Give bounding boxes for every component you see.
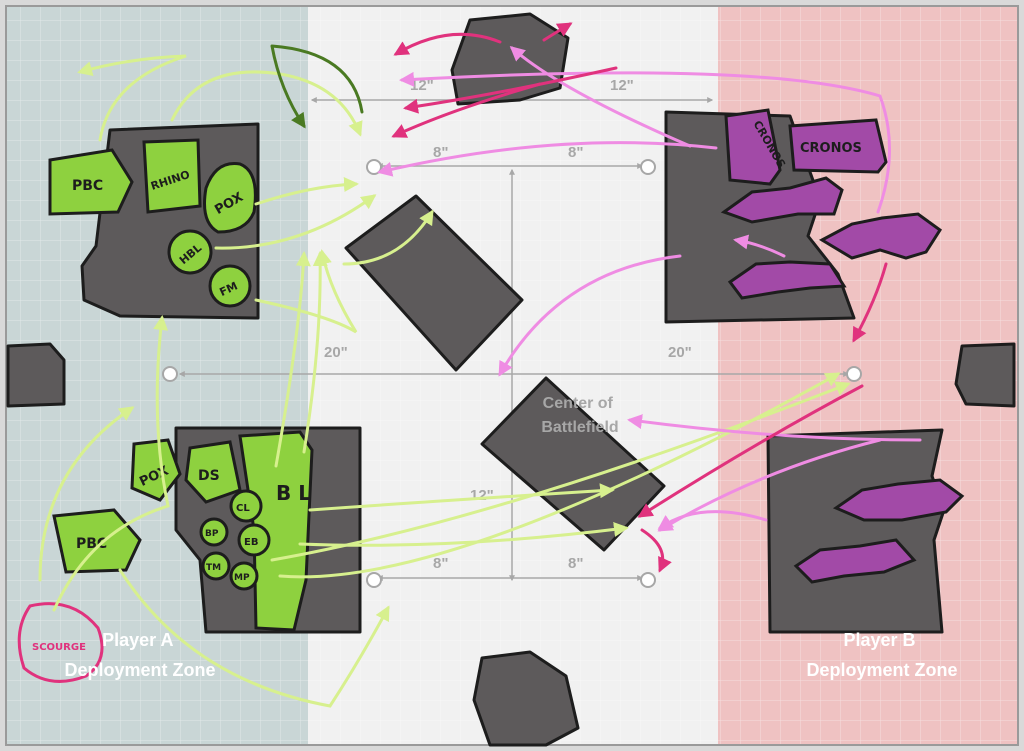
unit-eb-label: EB — [244, 537, 258, 548]
scourge-reserve — [17, 602, 104, 683]
measure-bottom-left-8: 8" — [433, 555, 448, 572]
objective-skull-icon — [162, 159, 862, 588]
unit-bp-label: BP — [205, 529, 219, 539]
unit-mp-label: MP — [234, 573, 250, 583]
unit-bp — [199, 517, 229, 547]
unit-pbc-top — [48, 148, 134, 216]
player-a-line-1: Player A — [102, 630, 173, 650]
unit-enemy-squad-1 — [720, 176, 844, 224]
center-line-1: Center of — [543, 395, 614, 412]
terrain-diag-lower — [480, 376, 666, 552]
player-b-magenta-arrows — [391, 22, 888, 573]
unit-fm — [208, 264, 252, 308]
unit-enemy-squad-2 — [818, 212, 943, 260]
unit-pbc-bottom-label: PBC — [76, 536, 107, 552]
player-b-zone-label: Player B Deployment Zone — [806, 630, 957, 680]
unit-enemy-squad-3 — [727, 260, 847, 300]
center-line-2: Battlefield — [541, 419, 618, 436]
player-a-bottom-units — [52, 430, 314, 632]
terrain-pieces — [6, 12, 1016, 747]
unit-tm — [201, 551, 231, 581]
player-b-line-2: Deployment Zone — [806, 660, 957, 680]
unit-enemy-squad-5 — [793, 538, 917, 584]
unit-tm-label: TM — [206, 563, 221, 573]
terrain-diag-upper — [344, 194, 524, 372]
measure-bottom-right-8: 8" — [568, 555, 583, 572]
unit-pbc-top-label: PBC — [72, 178, 103, 194]
measure-left-20: 20" — [324, 344, 348, 361]
terrain-right-edge — [954, 342, 1016, 408]
player-b-line-1: Player B — [843, 630, 915, 650]
unit-ds — [184, 440, 242, 504]
scourge-label: SCOURGE — [32, 642, 86, 653]
unit-pox-top — [203, 162, 257, 234]
dark-green-arrow — [270, 44, 364, 126]
terrain-left-edge — [6, 342, 66, 408]
unit-cl — [229, 489, 263, 523]
player-a-line-2: Deployment Zone — [64, 660, 215, 680]
measure-mid-12: 12" — [470, 487, 494, 504]
measure-top-left-8: 8" — [433, 144, 448, 161]
unit-cronos-1 — [724, 108, 782, 186]
unit-pox-bottom — [130, 438, 182, 502]
unit-rhino — [142, 138, 202, 214]
player-b-units — [720, 108, 965, 584]
player-a-top-units — [48, 138, 257, 308]
terrain-b-bottom-ruin — [766, 428, 946, 634]
unit-cl-label: CL — [236, 503, 250, 514]
player-a-zone-label: Player A Deployment Zone — [64, 630, 215, 680]
measure-top-right-12: 12" — [610, 77, 634, 94]
unit-ds-label: DS — [198, 468, 220, 484]
unit-eb — [237, 523, 271, 557]
unit-mp — [229, 561, 259, 591]
measure-right-20: 20" — [668, 344, 692, 361]
center-of-battlefield-label: Center of Battlefield — [541, 395, 618, 436]
unit-cronos-2 — [788, 118, 888, 174]
measure-top-right-8: 8" — [568, 144, 583, 161]
terrain-bottom-center — [472, 650, 580, 747]
unit-b-l-label: B L — [276, 481, 311, 505]
unit-cronos-2-label: CRONOS — [800, 141, 862, 156]
player-b-movement-arrows — [377, 46, 922, 532]
unit-enemy-squad-4 — [832, 478, 965, 522]
unit-pbc-bottom — [52, 508, 142, 574]
player-a-movement-arrows — [38, 54, 851, 708]
measure-top-left-12: 12" — [410, 77, 434, 94]
unit-hbl — [167, 229, 213, 275]
